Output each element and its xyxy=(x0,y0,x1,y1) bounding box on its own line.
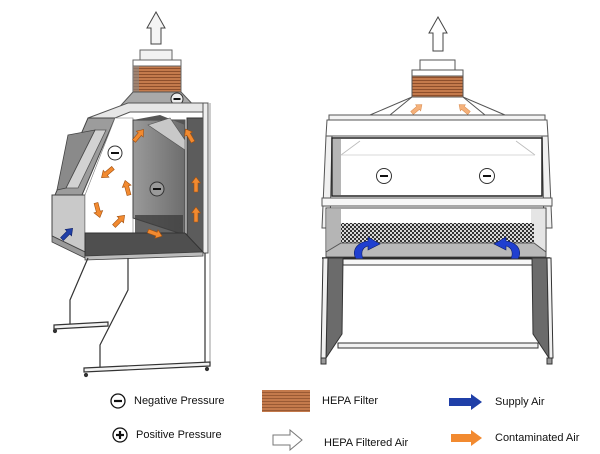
negative-pressure-marker xyxy=(107,145,123,161)
negative-pressure-icon xyxy=(110,393,126,409)
hepa-filter-icon xyxy=(262,390,310,412)
cabinet-top xyxy=(328,114,546,121)
work-surface xyxy=(325,242,547,258)
contaminated-air-arrow xyxy=(101,166,115,178)
legend-label: HEPA Filtered Air xyxy=(324,437,409,449)
cabinet-stand xyxy=(320,257,554,365)
contaminated-air-arrow xyxy=(190,206,202,223)
rear-grille xyxy=(341,223,534,243)
legend-hepa-filtered-air: HEPA Filtered Air xyxy=(272,429,408,451)
legend-supply-air: Supply Air xyxy=(449,394,545,410)
supply-air-arrow xyxy=(493,236,520,265)
legend-label: Contaminated Air xyxy=(495,432,580,444)
contaminated-air-arrow xyxy=(121,180,132,196)
hepa-filtered-air-arrow xyxy=(428,15,448,52)
supply-air-icon xyxy=(449,394,482,410)
cabinet-top xyxy=(87,102,206,119)
contaminated-air-arrow xyxy=(184,128,196,144)
legend-positive-pressure: Positive Pressure xyxy=(112,427,222,443)
exhaust-collar xyxy=(419,59,456,71)
front-view xyxy=(320,15,554,365)
side-cutaway-view xyxy=(51,10,211,378)
exhaust-hepa-filter xyxy=(132,65,182,93)
legend-label: Negative Pressure xyxy=(134,395,225,407)
exhaust-canopy xyxy=(369,96,506,116)
negative-pressure-marker xyxy=(376,168,392,184)
legend-hepa-filter: HEPA Filter xyxy=(262,390,378,412)
legend-label: Supply Air xyxy=(495,396,545,408)
legend-contaminated-air: Contaminated Air xyxy=(451,430,579,446)
contaminated-air-arrow xyxy=(132,129,144,143)
negative-pressure-marker xyxy=(479,168,495,184)
cabinet-stand xyxy=(52,103,211,378)
positive-pressure-icon xyxy=(112,427,128,443)
contaminated-air-arrow xyxy=(410,104,423,115)
supply-air-arrow xyxy=(354,236,381,265)
contaminated-air-arrow xyxy=(93,202,104,218)
contaminated-air-icon xyxy=(451,430,482,446)
legend-label: Positive Pressure xyxy=(136,429,222,441)
exhaust-hepa-filter xyxy=(411,75,464,98)
rear-grille xyxy=(135,215,183,235)
negative-pressure-marker xyxy=(149,181,165,197)
legend-label: HEPA Filter xyxy=(322,395,379,407)
bsc-airflow-diagram xyxy=(51,10,554,378)
hepa-filtered-air-icon xyxy=(272,429,303,451)
contaminated-air-arrow xyxy=(190,176,202,193)
hepa-filtered-air-arrow xyxy=(146,10,166,45)
legend-negative-pressure: Negative Pressure xyxy=(110,393,225,409)
sash-window xyxy=(331,137,543,197)
contaminated-air-arrow xyxy=(146,228,163,239)
contaminated-air-arrow xyxy=(458,104,471,115)
supply-air-arrow xyxy=(60,228,73,241)
contaminated-air-arrow xyxy=(112,215,125,228)
